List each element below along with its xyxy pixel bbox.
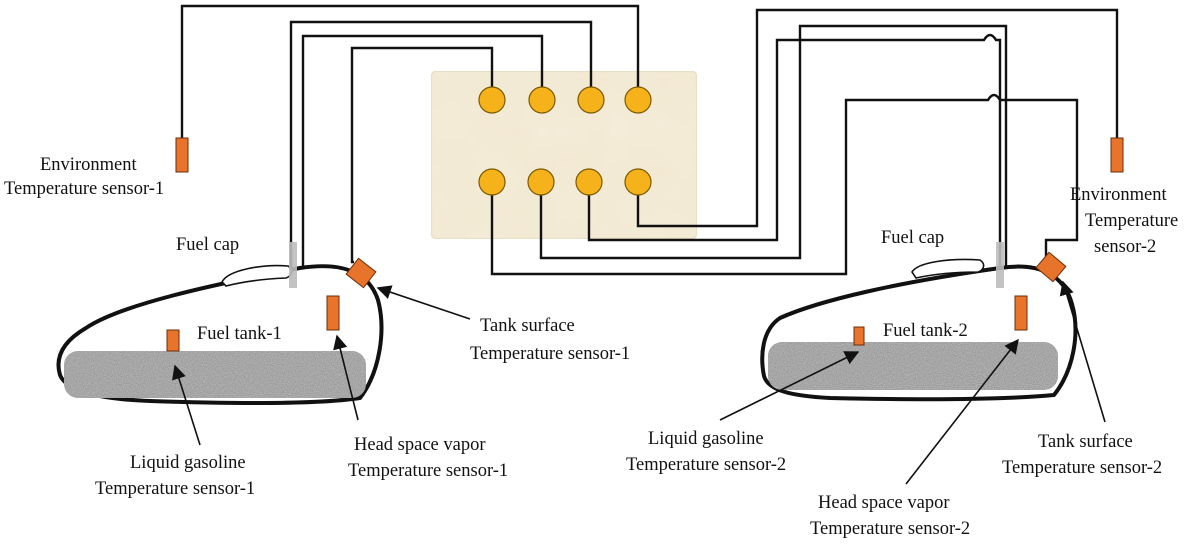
daq-pin-bottom-1 [478,168,506,196]
daq-pin-top-2 [528,86,556,114]
tank-surface-sensor-2 [1035,251,1067,283]
arrow-liquid-gasoline-1 [172,364,201,446]
label-head-space-2-line1: Head space vapor [818,493,950,513]
arrow-head-space-2 [905,338,1019,485]
label-liquid-gasoline-2-line1: Liquid gasoline [648,429,764,449]
wire-tank-surface-sensor-1 [350,46,494,264]
label-liquid-gasoline-2-line2: Temperature sensor-2 [626,455,786,475]
label-environment-2-line2: Temperature [1085,211,1178,231]
label-environment-1-line2: Temperature sensor-1 [4,179,164,199]
daq-pin-bottom-4 [624,168,652,196]
fuel-cap-2-icon [911,258,985,279]
arrow-liquid-gasoline-2 [719,351,860,421]
arrow-tank-surface-1 [376,285,471,320]
label-tank-surface-2-line1: Tank surface [1038,432,1133,452]
daq-board [431,71,697,239]
label-tank-surface-1-line2: Temperature sensor-1 [470,344,630,364]
arrow-tank-surface-2 [1059,280,1106,423]
fuel-cap-2-column [996,242,1004,288]
label-environment-2-line1: Environment [1070,185,1167,205]
daq-pin-top-4 [624,86,652,114]
environment-sensor-1 [175,137,189,173]
label-head-space-2-line2: Temperature sensor-2 [810,519,970,539]
daq-pin-top-1 [478,86,506,114]
wire-tank-surface-sensor-2 [490,93,1079,276]
label-fuel-tank-2: Fuel tank-2 [883,321,968,341]
fuel-tank-1 [56,242,384,405]
label-tank-surface-2-line2: Temperature sensor-2 [1002,458,1162,478]
wire-environment-sensor-2 [636,8,1119,228]
tank-surface-sensor-1 [345,257,377,289]
head-space-vapor-sensor-1 [326,295,340,331]
head-space-vapor-sensor-2 [1014,295,1028,331]
label-liquid-gasoline-1-line2: Temperature sensor-1 [95,479,255,499]
liquid-gasoline-sensor-1 [166,329,180,352]
fuel-cap-1-column [289,242,297,288]
label-fuel-tank-1: Fuel tank-1 [197,324,282,344]
label-liquid-gasoline-1-line1: Liquid gasoline [130,453,246,473]
daq-pin-top-3 [577,86,605,114]
leader-arrows [172,280,1106,485]
fuel-tank-2-gasoline-texture [768,342,1058,390]
label-fuel-cap-1: Fuel cap [176,235,239,255]
label-head-space-1-line1: Head space vapor [354,435,486,455]
daq-pin-bottom-3 [575,168,603,196]
label-head-space-1-line2: Temperature sensor-1 [348,461,508,481]
label-fuel-cap-2: Fuel cap [881,228,944,248]
daq-board-texture [432,72,696,238]
environment-sensor-2 [1110,137,1124,173]
liquid-gasoline-sensor-2 [853,326,865,346]
wire-environment-sensor-1 [180,4,640,138]
labels: Environment Temperature sensor-1 Fuel ca… [4,155,1178,539]
arrow-head-space-1 [333,334,359,421]
label-environment-1-line1: Environment [40,155,137,175]
daq-pins [478,86,652,196]
daq-pin-bottom-2 [527,168,555,196]
label-tank-surface-1-line1: Tank surface [480,316,575,336]
label-environment-2-line3: sensor-2 [1094,237,1156,257]
fuel-tank-1-gasoline-texture [64,351,366,398]
wire-liquid-gasoline-sensor-2 [587,33,1002,332]
